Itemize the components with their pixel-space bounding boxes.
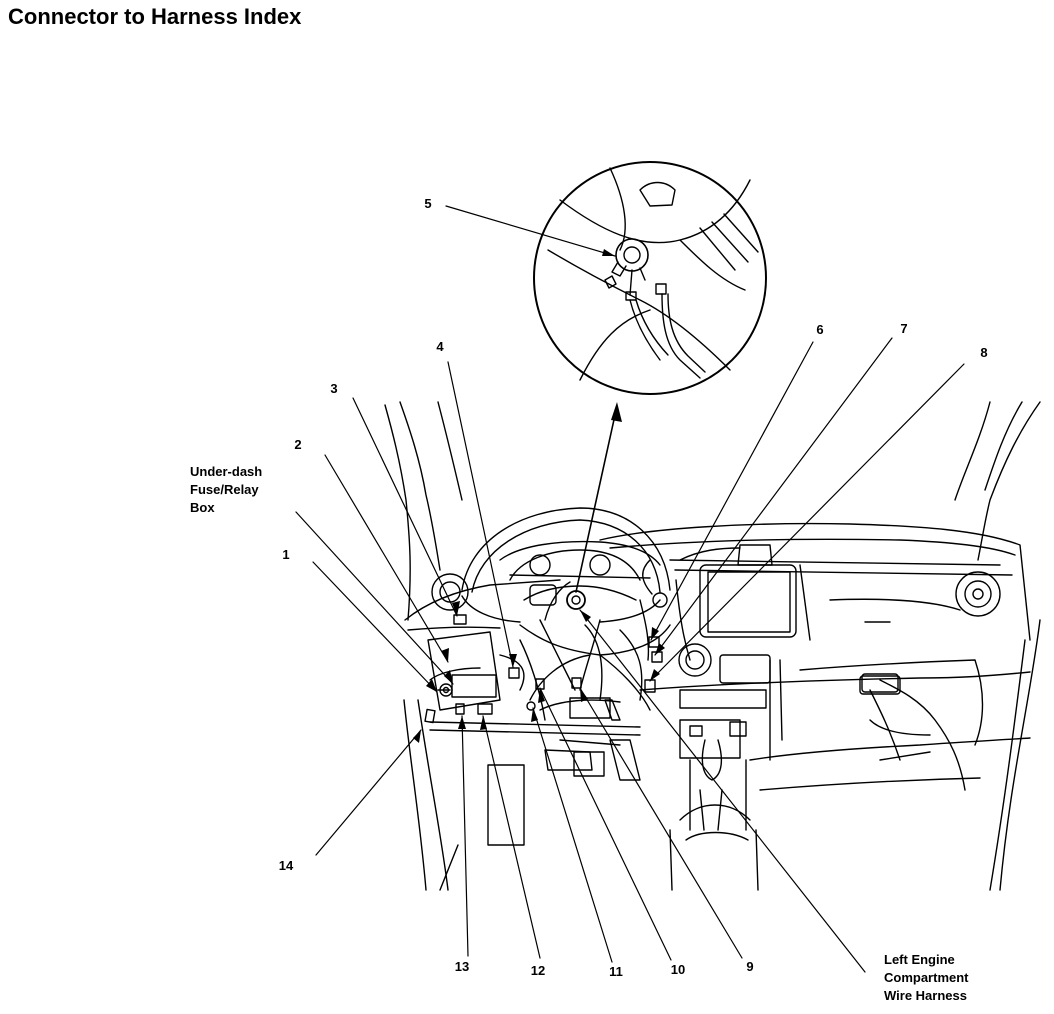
under-dash-fuse-box: [424, 631, 525, 724]
callout-9: 9: [746, 959, 754, 974]
callout-left-engine-compartment-wire-harness: Left Engine Compartment Wire Harness: [884, 952, 969, 1003]
callout-13: 13: [454, 959, 470, 974]
page-title: Connector to Harness Index: [8, 4, 302, 29]
callout-3: 3: [330, 381, 338, 396]
dashboard-outline: [404, 522, 1031, 791]
glove-box: [799, 659, 984, 746]
leader-lines: [295, 205, 965, 973]
callout-12: 12: [530, 963, 546, 978]
callout-2: 2: [294, 437, 302, 452]
left-vent: [431, 573, 469, 611]
pedals: [439, 739, 641, 891]
callout-under-dash-fuse-relay-box: Under-dash Fuse/Relay Box: [190, 464, 263, 515]
callout-6: 6: [816, 322, 824, 337]
callout-7: 7: [900, 321, 908, 336]
callout-14: 14: [278, 858, 294, 873]
callout-4: 4: [436, 339, 444, 354]
center-controls: [678, 598, 961, 709]
right-vent: [955, 571, 1001, 617]
callout-5: 5: [424, 196, 432, 211]
arrowheads: [413, 249, 665, 743]
callout-8: 8: [980, 345, 988, 360]
detail-zoom-circle: [533, 161, 767, 395]
connectors: [453, 559, 668, 711]
gear-shifter: [669, 719, 759, 891]
callout-1: 1: [282, 547, 290, 562]
callout-11: 11: [609, 964, 623, 979]
callout-10: 10: [670, 962, 686, 977]
a-pillars: [384, 401, 1041, 891]
